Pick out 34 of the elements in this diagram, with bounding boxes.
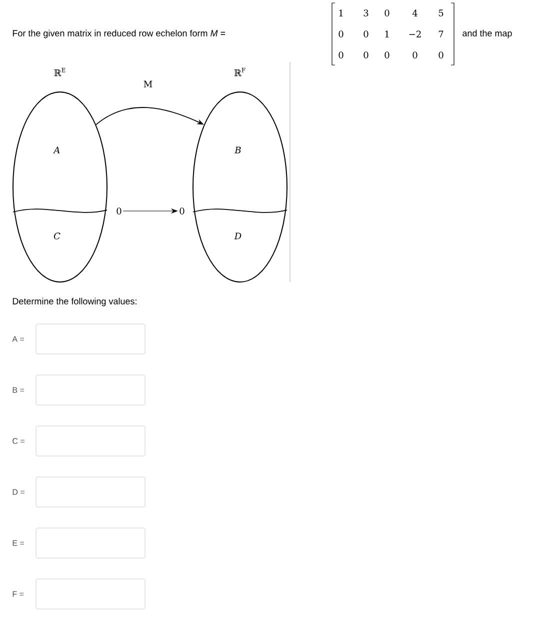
answer-label: E = [12,540,24,546]
matrix-entry: 0 [338,30,344,38]
matrix-entry: 1 [339,10,343,16]
question-text: and the map [462,30,512,38]
edge-label: M [142,80,154,88]
question-text: For the given matrix in reduced row echelon form M = [12,30,226,38]
region-label: A [53,146,60,154]
region-label: D [234,232,242,240]
matrix-entry: 7 [438,30,444,38]
node-label: ℝ$^{F}$ [234,68,246,76]
matrix-entry: 0 [364,30,368,38]
matrix-entry: 1 [385,30,389,38]
matrix-entry: 0 [364,52,368,58]
matrix-entry: 0 [438,52,444,58]
answer-label: F = [12,591,24,597]
matrix-entry: 0 [412,52,418,58]
matrix-entry: 3 [364,10,368,16]
answer-label: B = [12,387,24,393]
region-label: 0 [180,208,184,214]
answer-label: D = [12,489,24,495]
node-label: ℝ$^{E}$ [54,68,66,76]
region-label: 0 [116,208,122,214]
matrix-entry: 0 [384,52,390,58]
arrow [122,208,178,214]
region-label: B [234,146,241,154]
matrix-entry: 0 [338,52,344,58]
matrix-entry: 5 [438,10,444,16]
answer-label: A = [12,336,24,342]
matrix-entry: 4 [412,10,418,16]
region-label: C [54,232,60,240]
answer-label: C = [12,438,24,444]
prompt-text: Determine the following values: [12,298,136,306]
matrix-entry: 0 [384,10,390,16]
matrix-entry: −2 [409,30,421,38]
